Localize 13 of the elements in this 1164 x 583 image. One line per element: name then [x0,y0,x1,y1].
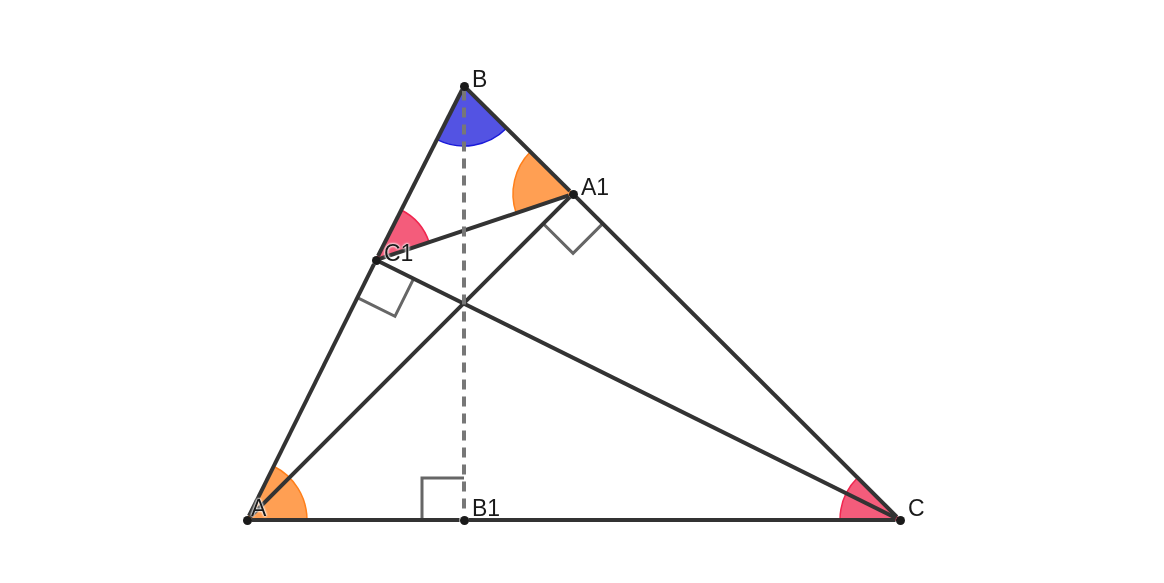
line-segment [465,87,572,193]
line-segment [574,195,899,519]
point-label: C1 [384,242,414,265]
line-segment [379,193,570,261]
line-segment [247,263,376,517]
line-segment [376,89,464,257]
line-segment [251,518,460,522]
line-segment [468,518,896,522]
point-label: B [472,68,488,91]
point-label: B1 [472,497,501,520]
point-label: A1 [581,176,610,199]
line-segment [379,260,897,520]
point-label: C [908,497,925,520]
